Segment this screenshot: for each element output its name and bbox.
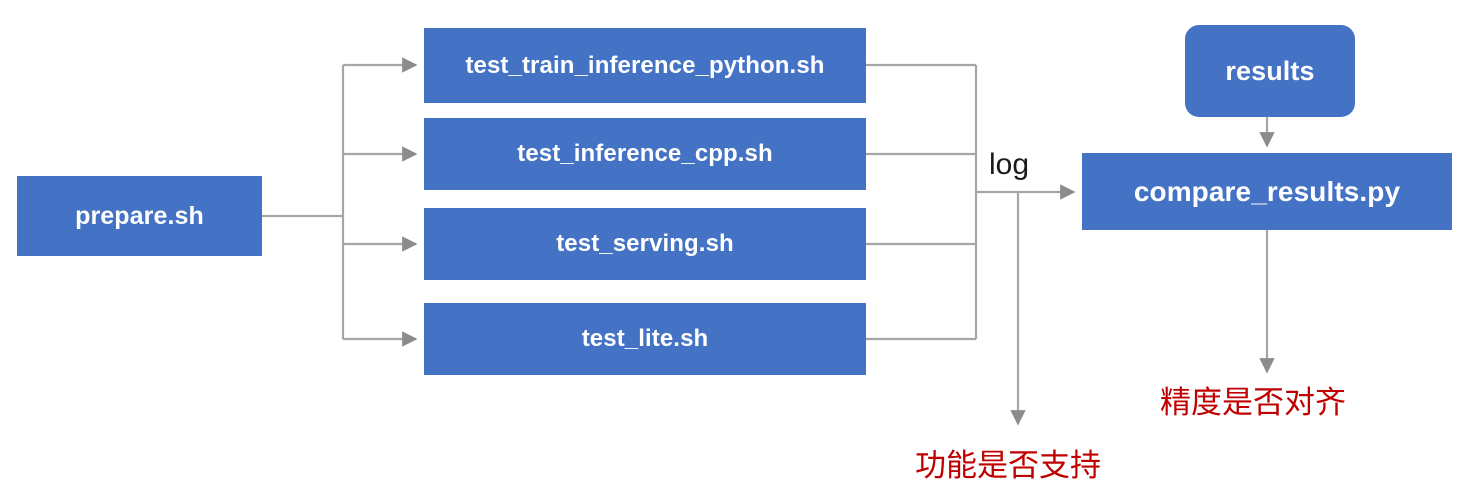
node-test-lite-sh-label: test_lite.sh bbox=[581, 325, 709, 352]
node-test-lite-sh[interactable]: test_lite.sh bbox=[424, 303, 866, 375]
node-compare-results-py-label: compare_results.py bbox=[1133, 175, 1401, 207]
node-test-inference-cpp-sh-label: test_inference_cpp.sh bbox=[517, 140, 773, 167]
edge-label-log: log bbox=[989, 148, 1030, 181]
node-test-train-inference-python-sh[interactable]: test_train_inference_python.sh bbox=[424, 28, 866, 103]
node-compare-results-py[interactable]: compare_results.py bbox=[1082, 153, 1452, 230]
node-test-train-inference-python-sh-label: test_train_inference_python.sh bbox=[465, 51, 825, 79]
node-results[interactable]: results bbox=[1185, 25, 1355, 117]
node-test-serving-sh[interactable]: test_serving.sh bbox=[424, 208, 866, 280]
node-prepare-sh-label: prepare.sh bbox=[75, 201, 204, 230]
annotation-feature-supported: 功能是否支持 bbox=[915, 448, 1101, 483]
node-test-serving-sh-label: test_serving.sh bbox=[556, 230, 734, 257]
annotation-precision-aligned: 精度是否对齐 bbox=[1160, 385, 1346, 420]
node-prepare-sh[interactable]: prepare.sh bbox=[17, 176, 262, 256]
node-test-inference-cpp-sh[interactable]: test_inference_cpp.sh bbox=[424, 118, 866, 190]
node-results-label: results bbox=[1225, 55, 1315, 86]
